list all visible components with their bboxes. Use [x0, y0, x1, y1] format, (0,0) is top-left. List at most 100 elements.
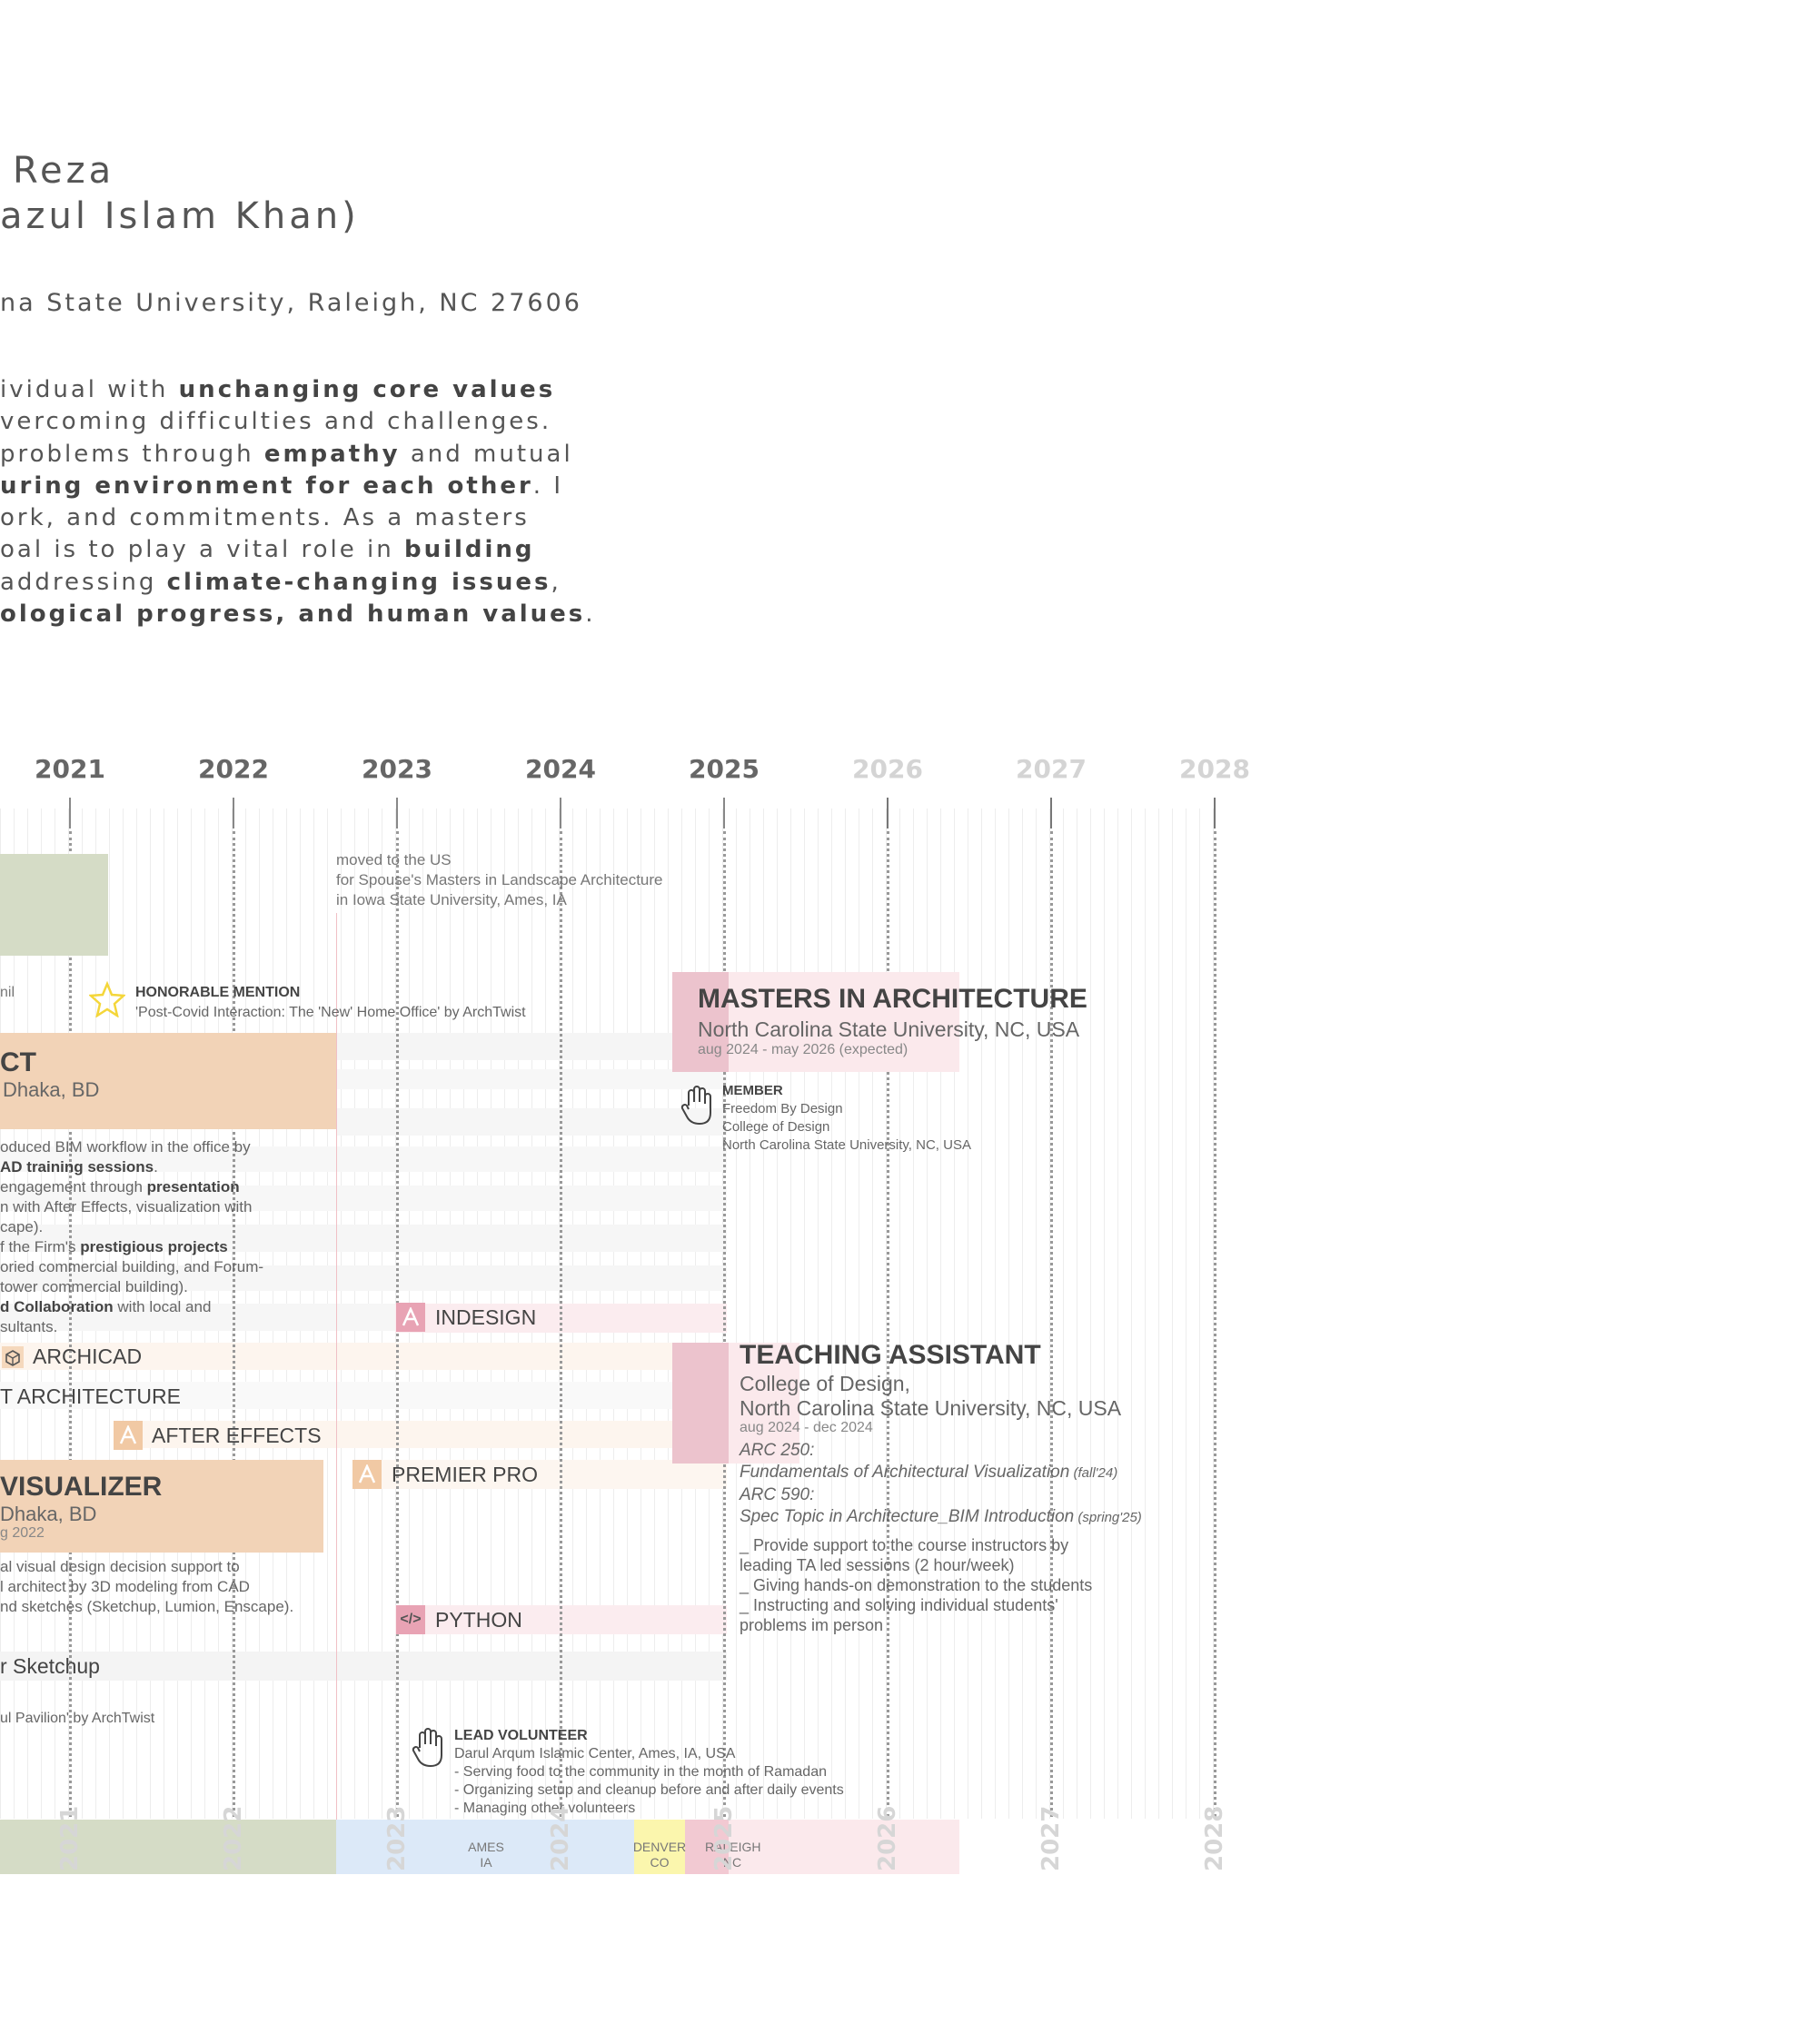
- name-line-1: Reza: [13, 150, 115, 192]
- grid-line: [1049, 809, 1050, 1819]
- grid-line: [1090, 809, 1091, 1819]
- year-gridline: [887, 831, 889, 1817]
- grid-line: [872, 809, 873, 1819]
- grid-line: [1117, 809, 1118, 1819]
- skill-sketchup: r Sketchup: [0, 1654, 100, 1678]
- archicad-band: [0, 1343, 727, 1370]
- star-icon: [87, 980, 127, 1018]
- year-gridline: [233, 831, 235, 1817]
- pavilion-note: ul Pavilion' by ArchTwist: [0, 1711, 155, 1726]
- year-tick: [69, 798, 71, 829]
- grid-line: [913, 809, 914, 1819]
- grid-line: [927, 809, 928, 1819]
- grid-line: [1199, 809, 1200, 1819]
- architect-band: [0, 1033, 336, 1129]
- timeline-row-band: [0, 1225, 727, 1252]
- bottom-year-label: 2026: [874, 1805, 901, 1871]
- bottom-year-label: 2028: [1201, 1805, 1228, 1871]
- lead-volunteer-block: LEAD VOLUNTEER Darul Arqum Islamic Cente…: [454, 1728, 844, 1816]
- architect-description: oduced BIM workflow in the office by AD …: [0, 1138, 264, 1335]
- grid-line: [777, 809, 778, 1819]
- grid-line: [831, 809, 832, 1819]
- location-denver: [634, 1820, 685, 1874]
- member-block: MEMBER Freedom By Design College of Desi…: [722, 1083, 971, 1153]
- timeline-row-band: [336, 1033, 727, 1060]
- year-label: 2024: [525, 754, 596, 784]
- year-tick: [1050, 798, 1052, 829]
- bottom-year-label: 2023: [383, 1805, 411, 1871]
- adobe-icon: [396, 1303, 425, 1332]
- grid-line: [763, 809, 764, 1819]
- masters-band-current: [672, 972, 729, 1072]
- location-ames: [336, 1820, 634, 1874]
- year-tick: [887, 798, 889, 829]
- visualizer-title: VISUALIZER: [0, 1472, 163, 1502]
- architecture-band: [0, 1382, 727, 1409]
- grid-line: [1008, 809, 1009, 1819]
- visualizer-band: [0, 1460, 323, 1553]
- code-icon: </>: [396, 1605, 425, 1634]
- masters-subtitle: North Carolina State University, NC, USA: [698, 1017, 1080, 1041]
- bottom-year-label: 2025: [710, 1805, 738, 1871]
- grid-line: [1172, 809, 1173, 1819]
- year-label: 2027: [1016, 754, 1087, 784]
- grid-line: [1022, 809, 1023, 1819]
- moved-note: moved to the US for Spouse's Masters in …: [336, 851, 663, 908]
- truncated-note: nil: [0, 985, 15, 1000]
- bio-paragraph: ividual with unchanging core values verc…: [0, 376, 596, 629]
- skill-after-effects: AFTER EFFECTS: [152, 1424, 322, 1447]
- honorable-title: HONORABLE MENTION: [135, 985, 301, 1000]
- grid-line: [1158, 809, 1159, 1819]
- year-gridline: [1214, 831, 1216, 1817]
- location-raleigh: [685, 1820, 959, 1874]
- ta-duties: _ Provide support to the course instruct…: [740, 1536, 1093, 1634]
- grid-line: [886, 809, 887, 1819]
- archicad-icon: [0, 1343, 27, 1372]
- ta-band-current: [672, 1343, 729, 1464]
- year-label: 2023: [362, 754, 432, 784]
- masters-title: MASTERS IN ARCHITECTURE: [698, 984, 1087, 1014]
- grid-line: [981, 809, 982, 1819]
- skill-archicad: ARCHICAD: [33, 1344, 143, 1368]
- move-marker-line: [336, 913, 337, 1821]
- year-gridline: [723, 831, 726, 1817]
- skill-python: PYTHON: [435, 1608, 522, 1632]
- year-tick: [233, 798, 234, 829]
- year-label: 2026: [852, 754, 923, 784]
- adobe-icon: [352, 1460, 382, 1489]
- green-period-block: [0, 854, 108, 956]
- year-gridline: [560, 831, 562, 1817]
- ta-courses: ARC 250: Fundamentals of Architectural V…: [740, 1441, 1142, 1526]
- grid-line: [940, 809, 941, 1819]
- year-label: 2021: [35, 754, 105, 784]
- grid-line: [790, 809, 791, 1819]
- timeline-row-band: [0, 1186, 727, 1211]
- grid-line: [995, 809, 996, 1819]
- location-dhaka: [0, 1820, 336, 1874]
- year-gridline: [69, 831, 72, 1817]
- ta-subtitle: College of Design, North Carolina State …: [740, 1372, 1122, 1420]
- location-raleigh-current: [685, 1820, 729, 1874]
- timeline-row-band: [336, 1069, 727, 1089]
- bottom-year-label: 2022: [220, 1805, 247, 1871]
- address: na State University, Raleigh, NC 27606: [0, 289, 582, 317]
- grid-line: [845, 809, 846, 1819]
- year-label: 2022: [198, 754, 269, 784]
- ta-date: aug 2024 - dec 2024: [740, 1420, 873, 1435]
- grid-line: [804, 809, 805, 1819]
- visualizer-date: g 2022: [0, 1525, 45, 1541]
- ta-title: TEACHING ASSISTANT: [740, 1340, 1041, 1370]
- timeline-row-band: [0, 1146, 727, 1172]
- skill-premier-pro: PREMIER PRO: [392, 1463, 539, 1486]
- hand-icon: [680, 1084, 714, 1127]
- bottom-year-label: 2024: [547, 1805, 574, 1871]
- skill-architecture: T ARCHITECTURE: [0, 1384, 181, 1408]
- grid-line: [1063, 809, 1064, 1819]
- grid-line: [899, 809, 900, 1819]
- name-line-2: azul Islam Khan): [0, 195, 360, 237]
- visualizer-description: al visual design decision support to l a…: [0, 1558, 294, 1615]
- grid-line: [1036, 809, 1037, 1819]
- architect-subtitle: Dhaka, BD: [3, 1078, 100, 1101]
